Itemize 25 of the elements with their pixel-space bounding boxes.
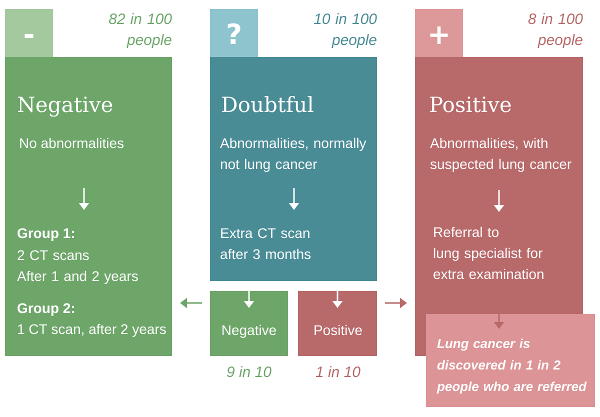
- symbol-tab: ?: [210, 9, 258, 57]
- result-panel: [210, 57, 377, 281]
- body-text: Abnormalities, with suspected lung cancer: [430, 138, 572, 172]
- count-label: 9 in 10: [227, 366, 272, 378]
- body-text: Referral to lung specialist for extra examination: [434, 226, 544, 280]
- body-text: Extra CT scan after 3 months: [220, 228, 311, 260]
- body-text: No abnormalities: [20, 138, 124, 148]
- count-label: 10 in 100 people: [314, 13, 377, 48]
- panel-heading: Doubtful: [222, 96, 314, 112]
- result-box: Negative: [210, 291, 288, 356]
- subheading: Group 2:: [18, 303, 74, 316]
- body-text: Abnormalities, normally not lung cancer: [220, 138, 366, 172]
- panel-heading: Negative: [18, 96, 112, 117]
- result-panel: [5, 57, 172, 356]
- result-box: Positive: [298, 291, 377, 356]
- count-label: 1 in 10: [316, 366, 360, 378]
- panel-heading: Positive: [430, 96, 511, 112]
- count-label: 8 in 100 people: [528, 13, 583, 48]
- body-text: 1 CT scan, after 2 years: [18, 324, 166, 337]
- symbol-tab: +: [415, 9, 463, 57]
- subheading: Group 1:: [18, 228, 74, 241]
- count-label: 82 in 100 people: [109, 13, 172, 48]
- callout-box: Lung cancer is discovered in 1 in 2 people who are referred: [426, 314, 595, 407]
- symbol-tab: -: [5, 9, 53, 57]
- body-text: 2 CT scans After 1 and 2 years: [17, 250, 138, 284]
